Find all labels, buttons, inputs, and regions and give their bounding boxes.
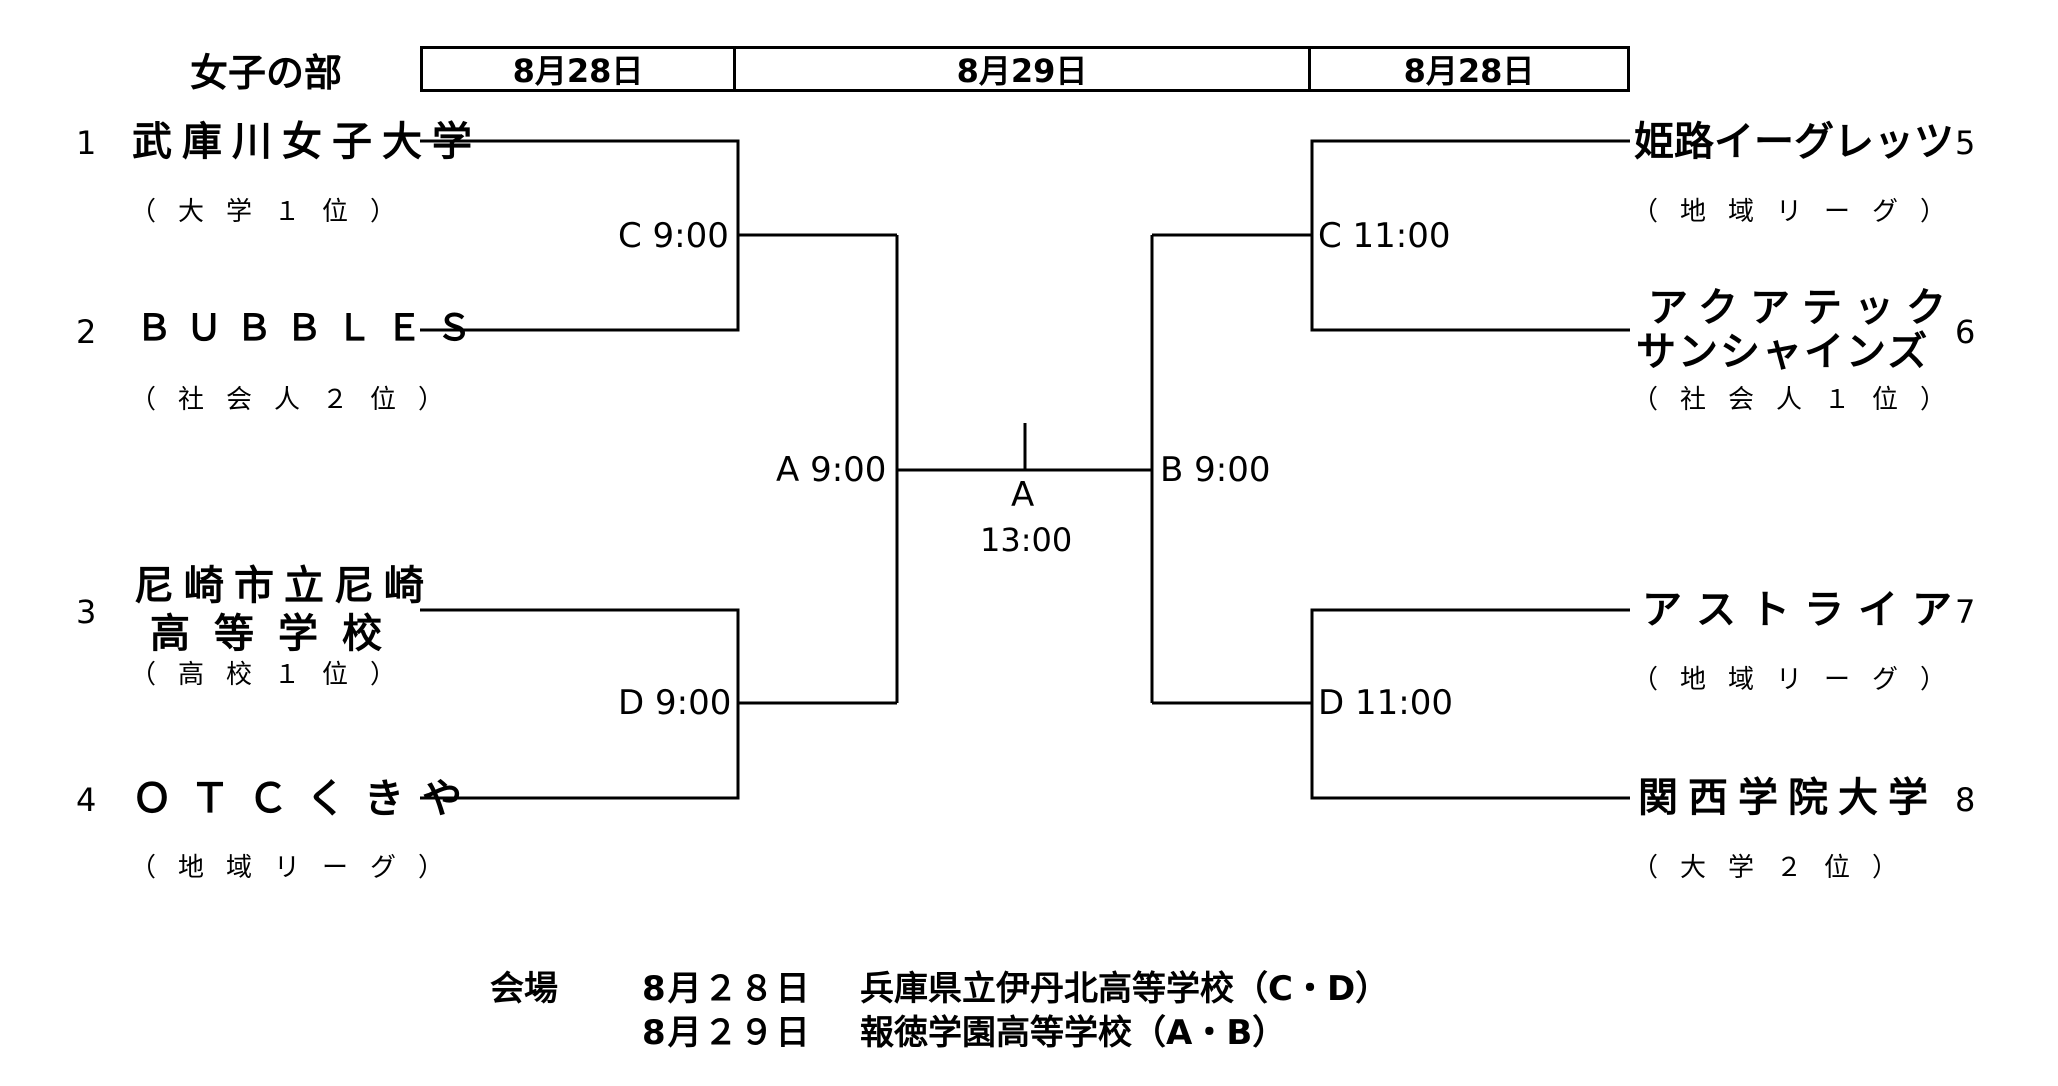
team-name-7: アストライア: [1642, 587, 1966, 633]
team-category-5: （地域リーグ）: [1632, 197, 1969, 227]
bracket-line-team7: [1310, 608, 1630, 800]
venue-date-1: 8月２８日: [642, 969, 812, 1009]
team-category-8: （大学２位）: [1632, 853, 1921, 883]
match-label-left-semi: A 9:00: [776, 450, 887, 490]
team-category-3: （高校１位）: [130, 660, 419, 690]
team-number-3: 3: [76, 593, 97, 631]
date-header: 8月28日 8月29日 8月28日: [420, 46, 1630, 92]
team-number-7: 7: [1955, 593, 1976, 631]
match-label-left-top: C 9:00: [618, 216, 729, 256]
team-number-5: 5: [1955, 124, 1976, 162]
final-court-label: A: [1011, 475, 1035, 515]
team-number-4: 4: [76, 781, 97, 819]
team-name-3-line2: 高等学校: [150, 611, 406, 657]
section-title: 女子の部: [190, 51, 343, 95]
match-label-right-semi: B 9:00: [1160, 450, 1271, 490]
venue-place-1: 兵庫県立伊丹北高等学校（C・D）: [860, 969, 1390, 1009]
team-name-6-line2: サンシャインズ: [1636, 329, 1930, 375]
team-category-1: （大学１位）: [130, 197, 419, 227]
final-time-label: 13:00: [980, 521, 1073, 559]
date-cell-right: 8月28日: [1403, 52, 1535, 90]
team-name-4: ＯＴＣくきや: [132, 776, 480, 822]
team-name-1: 武庫川女子大学: [132, 119, 482, 165]
team-category-6: （社会人１位）: [1632, 385, 1969, 415]
team-category-2: （社会人２位）: [130, 385, 467, 415]
team-number-1: 1: [76, 124, 97, 162]
team-category-7: （地域リーグ）: [1632, 665, 1969, 695]
match-label-left-bottom: D 9:00: [618, 683, 732, 723]
match-label-right-bottom: D 11:00: [1318, 683, 1453, 723]
team-number-8: 8: [1955, 781, 1976, 819]
team-name-5: 姫路イーグレッツ: [1634, 119, 1954, 165]
match-label-right-top: C 11:00: [1318, 216, 1451, 256]
team-name-2: ＢＵＢＢＬＥＳ: [136, 308, 487, 349]
team-number-6: 6: [1955, 313, 1976, 351]
bracket-line-team5: [1310, 139, 1630, 332]
team-number-2: 2: [76, 313, 97, 351]
date-cell-center: 8月29日: [736, 49, 1311, 90]
team-name-8: 関西学院大学: [1638, 775, 1938, 821]
venue-date-2: 8月２９日: [642, 1013, 812, 1053]
date-cell-left: 8月28日: [423, 49, 736, 90]
team-name-3-line1: 尼崎市立尼崎: [134, 563, 434, 609]
venue-place-2: 報徳学園高等学校（A・B）: [860, 1013, 1287, 1053]
team-category-4: （地域リーグ）: [130, 853, 467, 883]
venue-label: 会場: [490, 969, 558, 1009]
team-name-6-line1: アクアテック: [1648, 285, 1958, 331]
